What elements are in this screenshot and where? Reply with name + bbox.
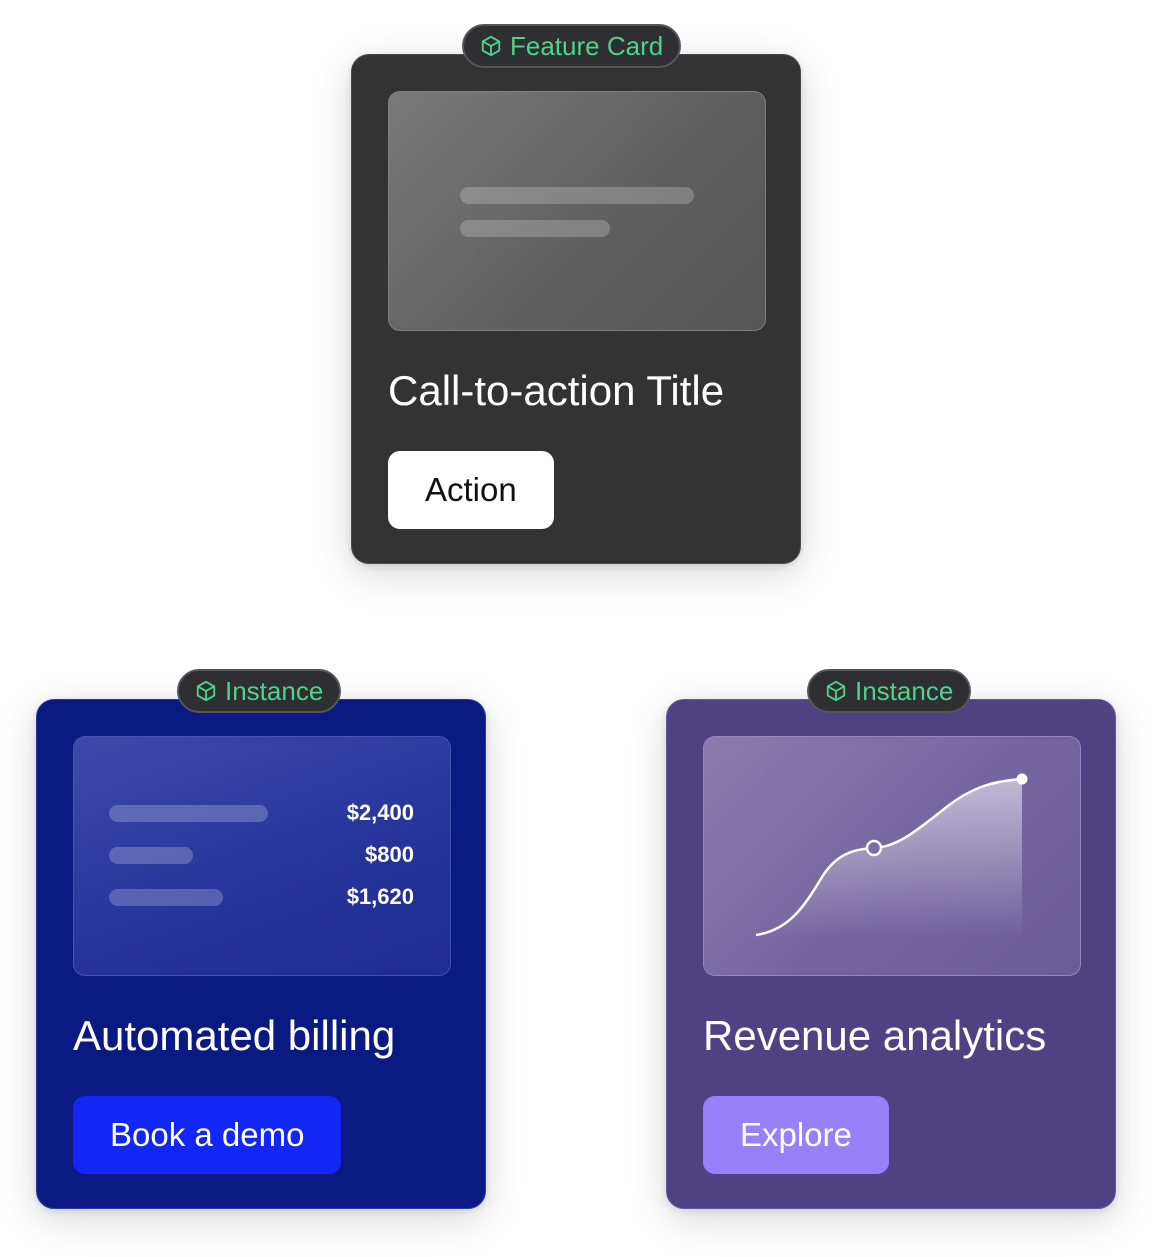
tag-label: Instance [225,675,324,706]
billing-card: Instance $2,400 $800 $1,620 Automated bi… [36,669,486,1209]
cube-icon [195,680,217,702]
instance-tag: Instance [177,669,342,713]
amount-value: $2,400 [346,800,414,825]
trend-point [865,839,883,857]
tag-label: Feature Card [510,30,664,61]
content-preview [388,91,766,331]
placeholder-line [460,187,694,204]
placeholder-line [109,805,268,822]
analytics-preview [703,736,1081,976]
billing-preview: $2,400 $800 $1,620 [73,736,451,976]
tag-label: Instance [855,675,954,706]
analytics-card: Instance Revenue analytics Explore [666,669,1116,1209]
trend-chart [755,773,1028,937]
feature-card-tag: Feature Card [462,24,682,68]
cube-icon [480,35,502,57]
card-title: Call-to-action Title [388,367,725,414]
trend-area [756,779,1022,937]
card-title: Revenue analytics [703,1012,1047,1059]
placeholder-line [460,220,610,237]
explore-button[interactable]: Explore [703,1096,889,1174]
amount-value: $1,620 [346,884,414,909]
instance-tag: Instance [807,669,972,713]
card-title: Automated billing [73,1012,396,1059]
action-button[interactable]: Action [388,451,554,529]
placeholder-line [109,889,223,906]
feature-card: Feature Card Call-to-action Title Action [351,24,801,564]
placeholder-line [109,847,193,864]
book-demo-button[interactable]: Book a demo [73,1096,342,1174]
cube-icon [825,680,847,702]
amount-value: $800 [365,842,414,867]
trend-endpoint [1016,773,1028,785]
